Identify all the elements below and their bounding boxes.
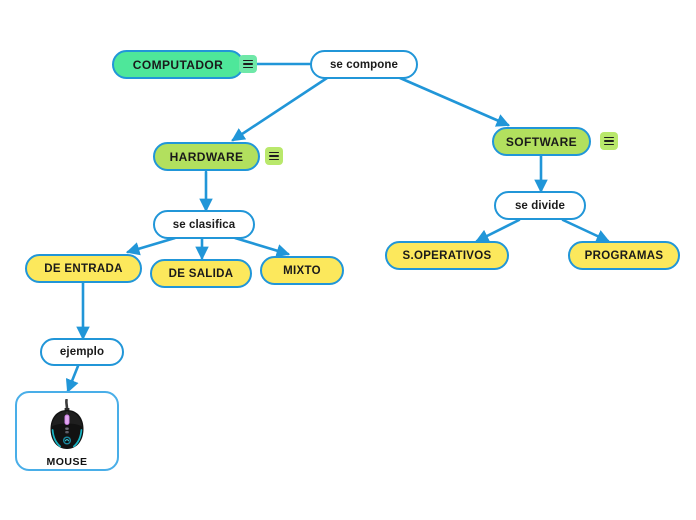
node-hardware-label: HARDWARE: [169, 149, 244, 164]
edge-seclasifica-mixto: [233, 236, 291, 258]
software-note-badge[interactable]: [600, 132, 618, 150]
node-se-clasifica-label: se clasifica: [172, 218, 236, 231]
node-hardware[interactable]: HARDWARE: [153, 142, 260, 171]
node-se-compone[interactable]: se compone: [310, 50, 418, 79]
node-programas[interactable]: PROGRAMAS: [568, 241, 680, 270]
gaming-mouse-photo: [38, 398, 96, 455]
node-programas-label: PROGRAMAS: [584, 249, 664, 262]
node-se-divide[interactable]: se divide: [494, 191, 586, 220]
node-de-entrada[interactable]: DE ENTRADA: [25, 254, 142, 283]
node-ejemplo-label: ejemplo: [59, 346, 105, 358]
node-se-compone-label: se compone: [329, 58, 399, 71]
node-s-operativos[interactable]: S.OPERATIVOS: [385, 241, 509, 270]
node-se-divide-label: se divide: [514, 199, 566, 212]
hamburger-line: [269, 155, 279, 157]
node-software-label: SOFTWARE: [505, 134, 578, 149]
node-ejemplo[interactable]: ejemplo: [40, 338, 124, 366]
hamburger-line: [604, 136, 614, 139]
hamburger-line: [243, 63, 253, 65]
node-se-clasifica[interactable]: se clasifica: [153, 210, 255, 239]
hardware-note-badge[interactable]: [265, 147, 283, 165]
node-software[interactable]: SOFTWARE: [492, 127, 591, 156]
hamburger-line: [243, 59, 253, 62]
node-de-salida[interactable]: DE SALIDA: [150, 259, 252, 288]
node-mouse-label: MOUSE: [46, 456, 88, 468]
node-computador-label: COMPUTADOR: [132, 57, 224, 72]
node-mouse-card[interactable]: MOUSE: [15, 391, 119, 471]
hamburger-line: [604, 140, 614, 142]
node-computador[interactable]: COMPUTADOR: [112, 50, 244, 79]
computador-note-badge[interactable]: [239, 55, 257, 73]
hamburger-line: [269, 158, 279, 161]
edge-secompone-hardware: [231, 76, 329, 142]
hamburger-line: [269, 151, 279, 154]
edge-ejemplo-mouse: [65, 364, 80, 394]
hamburger-line: [604, 143, 614, 146]
node-mixto-label: MIXTO: [283, 264, 321, 277]
node-mixto[interactable]: MIXTO: [260, 256, 344, 285]
hamburger-line: [243, 66, 253, 69]
node-s-operativos-label: S.OPERATIVOS: [402, 249, 492, 262]
node-de-salida-label: DE SALIDA: [168, 267, 234, 280]
node-de-entrada-label: DE ENTRADA: [44, 262, 123, 275]
edge-seclasifica-deentrada: [125, 236, 177, 256]
edge-secompone-software: [398, 76, 510, 127]
edge-sedivide-programas: [561, 218, 610, 243]
edge-sedivide-soperativos: [475, 218, 521, 243]
